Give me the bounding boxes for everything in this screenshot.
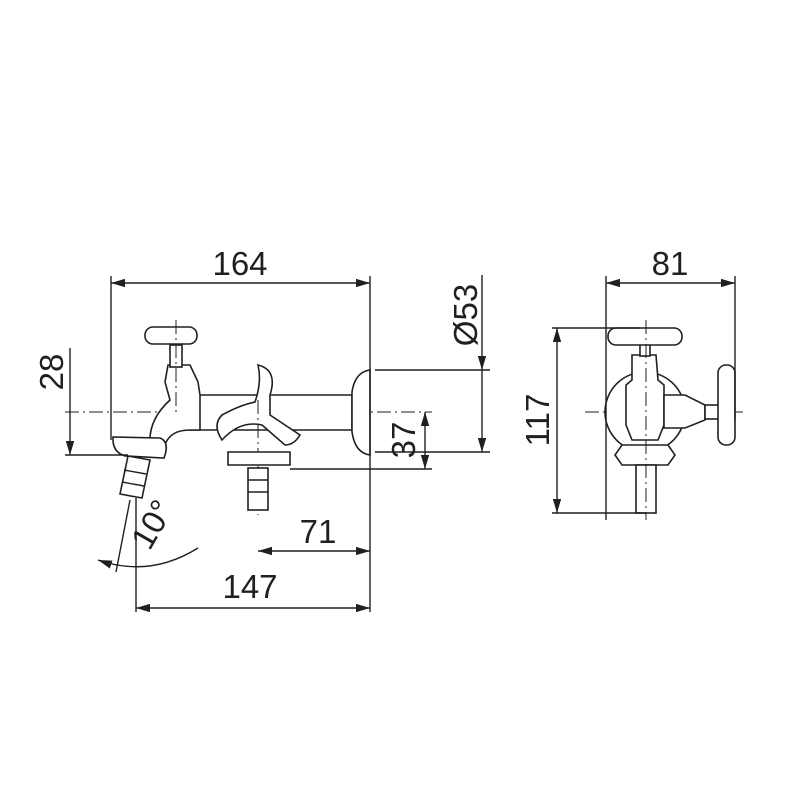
- dimension-164: 164: [110, 245, 371, 612]
- outlet-nut: [112, 436, 168, 459]
- dimension-diameter-53: Ø53: [375, 275, 490, 453]
- dim-label-37: 37: [385, 422, 422, 459]
- side-cross-handle: [607, 327, 683, 346]
- dim-label-81: 81: [652, 245, 689, 282]
- dimension-37: 37: [290, 412, 432, 470]
- front-view: [65, 320, 432, 515]
- dimension-147: 147: [135, 498, 370, 613]
- side-view: [585, 320, 745, 520]
- dimension-71: 71: [258, 513, 370, 556]
- second-hose-nozzle: [247, 467, 269, 511]
- dimension-81: 81: [605, 245, 736, 520]
- dim-label-117: 117: [519, 394, 556, 447]
- dim-label-10-degrees: 10°: [124, 493, 181, 555]
- side-outlet-nut: [614, 444, 676, 466]
- dim-label-28: 28: [33, 354, 70, 391]
- side-valve-body: [625, 354, 665, 441]
- dimension-28: 28: [33, 348, 128, 456]
- side-wing-handle: [717, 364, 736, 446]
- dim-label-53: Ø53: [447, 284, 484, 346]
- dim-label-164: 164: [212, 245, 267, 282]
- dimension-117: 117: [519, 327, 646, 514]
- second-outlet-nut: [227, 451, 291, 466]
- valve-body: [149, 364, 201, 446]
- wall-flange: [351, 369, 371, 456]
- dimension-angle-10: 10°: [97, 493, 199, 573]
- dim-label-147: 147: [222, 568, 277, 605]
- cross-handle: [144, 326, 198, 345]
- dim-label-71: 71: [300, 513, 337, 550]
- hose-nozzle: [119, 455, 151, 499]
